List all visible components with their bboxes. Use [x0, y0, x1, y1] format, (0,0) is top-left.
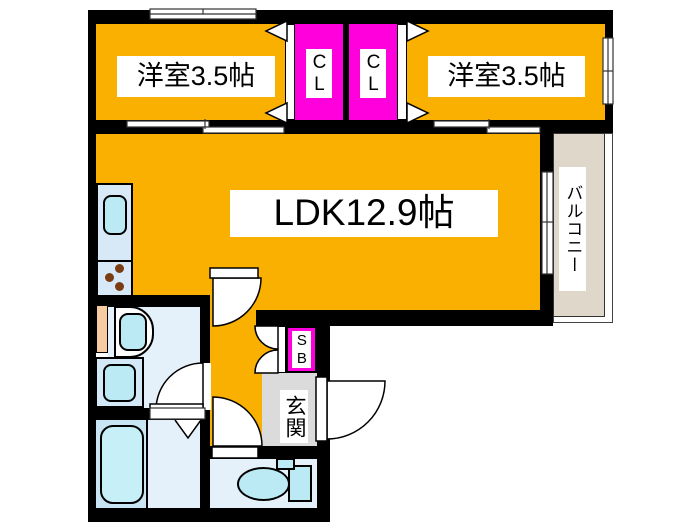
sliding-door-arrow-icon	[264, 19, 430, 125]
sliding-door	[433, 119, 541, 134]
stove-burner	[115, 264, 124, 273]
toilet-bowl	[237, 467, 290, 501]
wall-ldk-bottom	[256, 310, 553, 326]
kitchen-sink	[103, 195, 127, 235]
closet2-door	[397, 24, 407, 120]
folding-door-icon	[149, 407, 206, 440]
shoebox-label: SB	[292, 331, 311, 368]
door-swing	[149, 362, 211, 415]
window	[149, 8, 257, 20]
wall-left	[88, 10, 96, 522]
door-swing	[209, 267, 262, 327]
bedroom2-label: 洋室3.5帖	[428, 56, 585, 97]
ldk-label: LDK12.9帖	[230, 190, 498, 237]
washing-machine-drum	[103, 364, 136, 402]
closet1-label: CL	[306, 49, 332, 98]
bathroom-floor	[148, 420, 200, 508]
door-swing	[211, 396, 263, 459]
sink-basin	[119, 313, 147, 351]
wall-under-kitchen	[88, 295, 210, 307]
stove-burner	[105, 273, 114, 282]
closet1-door	[285, 24, 295, 120]
window	[602, 37, 614, 105]
window	[541, 171, 554, 275]
bathtub	[100, 425, 144, 504]
closet2-label: CL	[360, 49, 386, 98]
sliding-door	[126, 119, 285, 134]
wall-closet-divider	[343, 24, 349, 120]
kitchen-divider	[96, 260, 133, 262]
entry-door-swing	[315, 376, 386, 442]
balcony-label: バルコニー	[559, 167, 586, 291]
pipe-space	[96, 305, 108, 353]
entrance-label: 玄関	[280, 390, 308, 443]
wall-bottom	[88, 508, 330, 522]
stove-burner	[115, 282, 124, 291]
bedroom1-label: 洋室3.5帖	[117, 56, 275, 97]
toilet-cistern	[276, 458, 295, 470]
shoebox-door-swing	[254, 325, 279, 374]
